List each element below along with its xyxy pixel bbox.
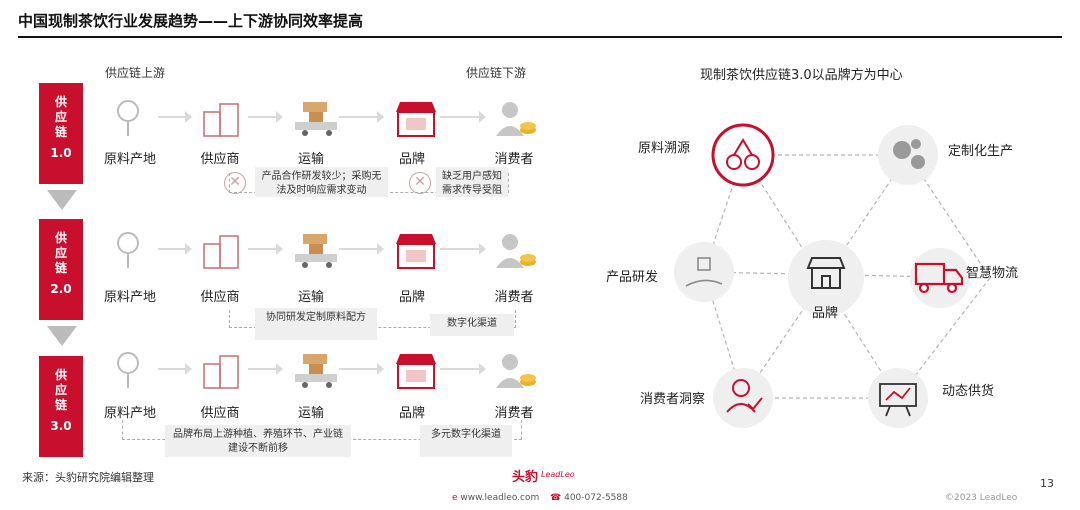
building-icon (200, 98, 244, 142)
flow-arrow (248, 111, 283, 123)
truck-boxes-icon (291, 350, 345, 394)
downstream-label: 供应链下游 (466, 66, 527, 80)
stage-arrow-1 (47, 190, 77, 210)
tree-icon (110, 350, 146, 394)
tree-icon (110, 98, 146, 142)
stage-2-version: 2.0 (50, 282, 72, 296)
stage-1-version: 1.0 (50, 146, 72, 160)
cherry-icon (726, 138, 760, 170)
stage-3-name: 供应链 (54, 368, 67, 412)
user-coin-icon (494, 350, 538, 394)
node-label: 消费者 (494, 290, 534, 305)
node-label: 消费者 (494, 406, 534, 421)
node-label: 运输 (297, 152, 324, 167)
store-icon (806, 257, 846, 289)
node-label: 消费者 (494, 152, 534, 167)
stage-3-version: 3.0 (50, 419, 72, 433)
user-coin-icon (494, 230, 538, 274)
website-text: www.leadleo.com (460, 493, 540, 503)
store-icon (392, 230, 440, 274)
note-1b: 缺乏用户感知需求传导受阻 (436, 167, 508, 197)
truck-boxes-icon (291, 230, 345, 274)
stage-3: 供应链 3.0 (39, 356, 83, 457)
label-custom-production: 定制化生产 (948, 144, 1014, 159)
source-circle (711, 123, 775, 187)
globe-icon: e (452, 493, 458, 503)
store-icon (392, 98, 440, 142)
building-icon (200, 230, 244, 274)
node-label: 供应商 (200, 290, 240, 305)
truck-boxes-icon (291, 98, 345, 142)
copyright: ©2023 LeadLeo (945, 493, 1018, 503)
node-label: 供应商 (200, 152, 240, 167)
user-coin-icon (494, 98, 538, 142)
source-note: 来源：头豹研究院编辑整理 (22, 471, 154, 484)
node-label: 品牌 (398, 152, 425, 167)
note-3b: 多元数字化渠道 (420, 425, 512, 457)
user-check-icon (726, 379, 763, 413)
insight-circle (713, 368, 773, 428)
label-dynamic-supply: 动态供货 (942, 384, 995, 399)
brand-logo-sub: LeadLeo (541, 470, 575, 479)
flow-arrow (440, 111, 486, 123)
hand-box-icon (685, 257, 723, 287)
stage-1-name: 供应链 (54, 95, 67, 139)
flow-arrow (339, 243, 384, 255)
flow-arrow (339, 111, 384, 123)
node-label: 原料产地 (103, 290, 156, 305)
gear-icon (893, 139, 925, 169)
flow-arrow (158, 111, 192, 123)
building-icon (200, 350, 244, 394)
flow-arrow (158, 243, 192, 255)
flow-arrow (158, 363, 192, 375)
note-2a: 协同研发定制原料配方 (255, 308, 377, 340)
label-source: 原料溯源 (638, 141, 691, 156)
flow-arrow (248, 363, 283, 375)
flow-arrow (440, 363, 486, 375)
note-3a: 品牌布局上游种植、养殖环节、产业链建设不断前移 (165, 425, 351, 457)
rd-circle (674, 242, 734, 302)
supply-circle (868, 368, 928, 428)
x-icon: ✕ (224, 172, 246, 194)
tree-icon (110, 230, 146, 274)
label-logistics: 智慧物流 (966, 266, 1019, 281)
node-label: 品牌 (398, 290, 425, 305)
node-label: 供应商 (200, 406, 240, 421)
phone-icon: ☎ (550, 493, 562, 503)
truck-icon (914, 262, 964, 294)
page-title: 中国现制茶饮行业发展趋势——上下游协同效率提高 (18, 12, 364, 30)
node-label: 运输 (297, 406, 324, 421)
phone-text: 400-072-5588 (564, 493, 628, 503)
flow-arrow (339, 363, 384, 375)
x-icon: ✕ (409, 172, 431, 194)
stage-2-name: 供应链 (54, 231, 67, 275)
upstream-label: 供应链上游 (105, 66, 166, 80)
node-label: 品牌 (398, 406, 425, 421)
right-title: 现制茶饮供应链3.0以品牌方为中心 (700, 68, 903, 83)
flow-arrow (440, 243, 486, 255)
website[interactable]: e www.leadleo.com (452, 493, 539, 503)
presentation-board-icon (879, 383, 917, 417)
stage-2: 供应链 2.0 (39, 219, 83, 320)
store-icon (392, 350, 440, 394)
stage-arrow-2 (47, 326, 77, 346)
phone: ☎ 400-072-5588 (550, 493, 628, 503)
brand-logo-text: 头豹 (512, 470, 539, 485)
node-label: 原料产地 (103, 406, 156, 421)
node-label: 运输 (297, 290, 324, 305)
label-rd: 产品研发 (606, 270, 659, 285)
note-1a: 产品合作研发较少；采购无法及时响应需求变动 (255, 167, 388, 197)
title-rule (18, 36, 1062, 38)
note-2b: 数字化渠道 (430, 314, 514, 336)
page-number: 13 (1040, 477, 1054, 490)
hexagon-diagram (674, 123, 991, 428)
node-label: 原料产地 (103, 152, 156, 167)
label-insight: 消费者洞察 (640, 392, 706, 407)
label-center-brand: 品牌 (812, 306, 839, 321)
flow-arrow (248, 243, 283, 255)
stage-1: 供应链 1.0 (39, 83, 83, 184)
center-circle (788, 240, 864, 316)
